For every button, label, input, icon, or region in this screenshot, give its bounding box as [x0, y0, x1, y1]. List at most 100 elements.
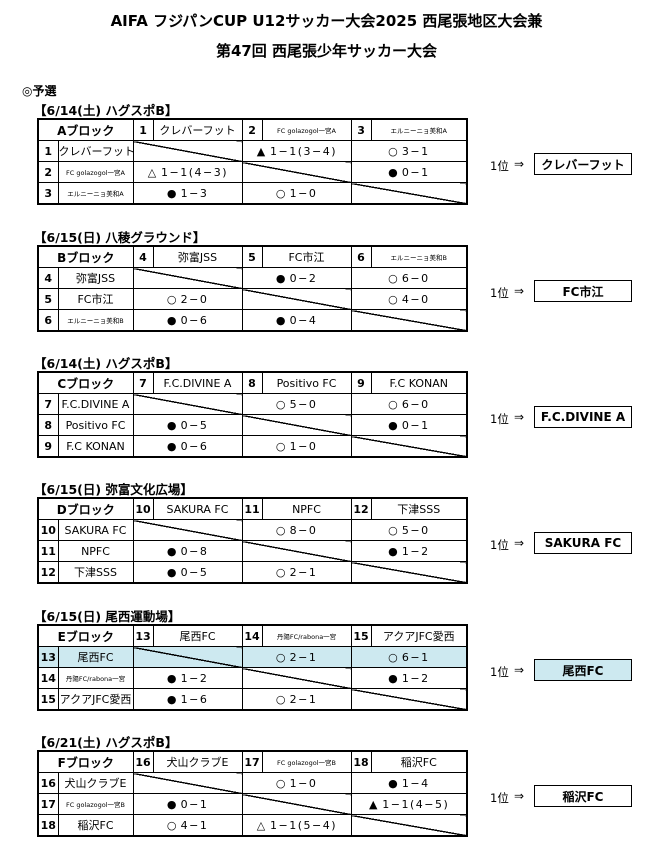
team-number: 16	[132, 750, 154, 773]
team-name-row: FC golazogol一宮B	[57, 793, 134, 815]
result-score: 2−1	[289, 650, 318, 664]
team-number: 14	[241, 624, 263, 647]
result-score: 0−5	[180, 418, 209, 432]
result-score: 6−1	[401, 650, 430, 664]
team-number: 17	[37, 793, 59, 815]
team-number: 12	[37, 561, 59, 584]
block-date: 【6/14(土) ハグスポB】	[34, 356, 178, 371]
arrow-icon: ⇒	[514, 157, 525, 171]
result-score: 5−0	[401, 523, 430, 537]
block-name: Dブロック	[37, 497, 134, 520]
place-label: 1位	[490, 665, 509, 679]
result-symbol: ▲	[369, 797, 378, 811]
self-match-cell	[132, 140, 243, 162]
winner-box: FC市江	[534, 280, 632, 302]
team-name-row: SAKURA FC	[57, 519, 134, 541]
result-symbol: ●	[166, 544, 177, 558]
place-label: 1位	[490, 412, 509, 426]
team-number: 3	[37, 182, 59, 205]
result-score: 6−0	[401, 271, 430, 285]
match-result: ●1−6	[132, 688, 243, 711]
match-result: ●0−1	[132, 793, 243, 815]
team-name-header: 丹陽FC/rabona一宮	[261, 624, 352, 647]
match-result: ●0−1	[350, 414, 468, 436]
arrow-icon: ⇒	[514, 410, 525, 424]
result-symbol: ○	[275, 439, 286, 453]
match-result: ●0−8	[132, 540, 243, 562]
team-number: 11	[37, 540, 59, 562]
result-score: 0−1	[401, 165, 430, 179]
team-number: 2	[37, 161, 59, 183]
match-result: ○1−0	[241, 182, 352, 205]
result-symbol: ●	[388, 544, 398, 558]
block-date: 【6/21(土) ハグスポB】	[34, 735, 178, 750]
result-symbol: ●	[166, 313, 177, 327]
result-symbol: ○	[275, 523, 286, 537]
team-number: 13	[132, 624, 154, 647]
team-number: 3	[350, 118, 372, 141]
team-number: 4	[132, 245, 154, 268]
match-result: ○5−0	[350, 519, 468, 541]
team-name-row: FC市江	[57, 288, 134, 310]
match-result: ○8−0	[241, 519, 352, 541]
place-label: 1位	[490, 538, 509, 552]
team-number: 15	[37, 688, 59, 711]
team-number: 16	[37, 772, 59, 794]
result-symbol: ○	[166, 292, 177, 306]
match-result: ▲1−1(4−5)	[350, 793, 468, 815]
self-match-cell	[350, 309, 468, 332]
match-result: ○6−1	[350, 646, 468, 668]
result-score: 6−0	[401, 397, 430, 411]
team-name-row: 丹陽FC/rabona一宮	[57, 667, 134, 689]
team-name-header: エルニーニョ美和A	[370, 118, 468, 141]
self-match-cell	[350, 561, 468, 584]
team-number: 9	[350, 371, 372, 394]
page-title: AIFA フジパンCUP U12サッカー大会2025 西尾張地区大会兼	[110, 12, 543, 30]
team-name-row: エルニーニョ美和A	[57, 182, 134, 205]
self-match-cell	[132, 519, 243, 541]
team-number: 4	[37, 267, 59, 289]
team-number: 18	[350, 750, 372, 773]
self-match-cell	[350, 435, 468, 458]
match-result: ○1−0	[241, 435, 352, 458]
team-number: 10	[132, 497, 154, 520]
result-symbol: ○	[166, 818, 177, 832]
result-symbol: ●	[275, 313, 286, 327]
team-number: 15	[350, 624, 372, 647]
result-score: 4−1	[180, 818, 209, 832]
self-match-cell	[350, 182, 468, 205]
block-name: Eブロック	[37, 624, 134, 647]
result-score: 1−1(4−3)	[161, 165, 229, 179]
team-name-header: NPFC	[261, 497, 352, 520]
team-name-row: エルニーニョ美和B	[57, 309, 134, 332]
match-result: ●1−2	[350, 540, 468, 562]
page-subtitle: 第47回 西尾張少年サッカー大会	[215, 42, 438, 60]
result-symbol: ●	[166, 418, 177, 432]
result-symbol: ●	[166, 692, 177, 706]
team-number: 1	[132, 118, 154, 141]
match-result: ○4−0	[350, 288, 468, 310]
self-match-cell	[132, 393, 243, 415]
team-number: 10	[37, 519, 59, 541]
result-score: 3−1	[401, 144, 430, 158]
team-number: 9	[37, 435, 59, 458]
result-score: 0−6	[180, 313, 209, 327]
match-result: ○2−1	[241, 688, 352, 711]
block-name: Aブロック	[37, 118, 134, 141]
result-symbol: ○	[388, 292, 398, 306]
result-score: 1−4	[401, 776, 430, 790]
team-name-header: FC golazogol一宮B	[261, 750, 352, 773]
place-label: 1位	[490, 286, 509, 300]
team-name-header: F.C.DIVINE A	[152, 371, 243, 394]
match-result: ○3−1	[350, 140, 468, 162]
result-score: 1−2	[401, 671, 430, 685]
